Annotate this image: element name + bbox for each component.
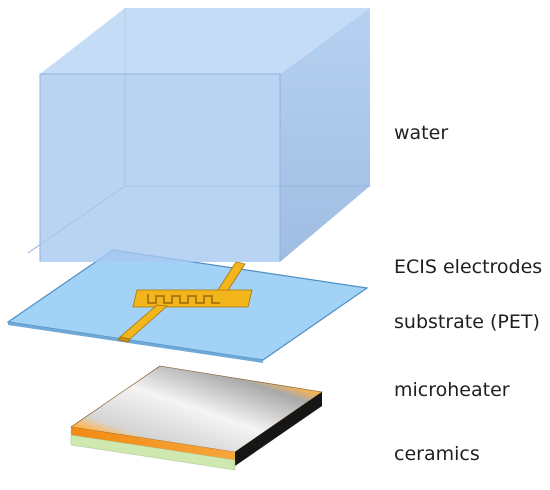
water-box xyxy=(39,8,370,262)
label-ceramics: ceramics xyxy=(394,443,480,465)
label-ecis-electrodes: ECIS electrodes xyxy=(394,256,543,278)
label-water: water xyxy=(394,122,449,144)
ceramic-base xyxy=(70,434,236,471)
microheater-block xyxy=(70,365,323,466)
ecis-electrodes xyxy=(117,261,253,343)
label-substrate: substrate (PET) xyxy=(394,311,540,333)
label-microheater: microheater xyxy=(394,379,510,401)
